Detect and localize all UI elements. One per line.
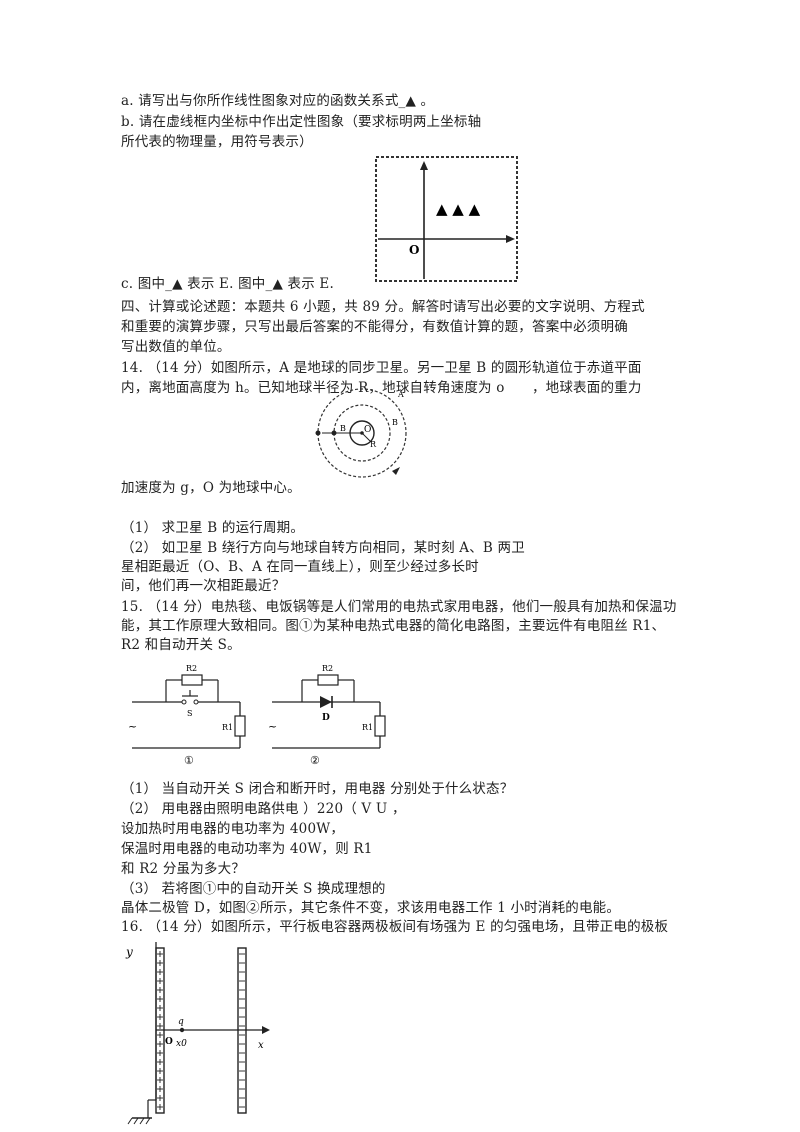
switch-contact-left (181, 699, 187, 705)
charge-label: q (178, 1017, 184, 1027)
earth-radius-line (361, 432, 371, 442)
ground-hatch-2 (133, 1117, 139, 1125)
orbit-figure: O B B A R (315, 388, 407, 478)
diode-label: D (322, 713, 330, 723)
circuit-figure-1: R1 R2 S ~ ① (128, 664, 246, 767)
label-b-inner: B (340, 424, 346, 433)
orbit-a (317, 388, 407, 478)
origin-label: O (409, 243, 419, 257)
q16-line1: 16. （14 分）如图所示，平行板电容器两极板间有场强为 E 的匀强电场，且带… (121, 919, 669, 935)
y-axis-arrow-icon (420, 161, 428, 170)
q14-part2-line2: 星相距最近（O、B、A 在同一直线上），则至少经过多长时 (121, 559, 479, 575)
r2-label: R2 (322, 664, 333, 673)
q15-part2-line3: 保温时用电器的电动功率为 40W，则 R1 (121, 841, 373, 857)
q15-part2-line4: 和 R2 分虽为多大？ (121, 861, 246, 877)
x0-label: x0 (176, 1039, 187, 1049)
q14-part2-line3: 间，他们再一次相距最近？ (121, 578, 286, 594)
r1-label: R1 (362, 723, 373, 732)
section4-intro-line3: 写出数值的单位。 (121, 339, 231, 355)
ac-source-icon: ~ (128, 720, 137, 733)
switch-label: S (187, 709, 192, 718)
q15-part3-line1: （3） 若将图①中的自动开关 S 换成理想的 (121, 881, 386, 897)
r1-resistor (374, 715, 386, 737)
section4-intro-line2: 和重要的演算步骤，只写出最后答案的不能得分，有数值计算的题，答案中必须明确 (121, 319, 628, 335)
capacitor-figure: y x q O x0 (125, 942, 270, 1125)
dashed-frame (375, 156, 518, 282)
q15-line3: R2 和自动开关 S。 (121, 637, 241, 653)
r1-label: R1 (222, 723, 233, 732)
x-axis-arrow-icon (506, 235, 515, 243)
r2-resistor (181, 674, 203, 686)
circuit-figure-2: R1 R2 D ~ ② (268, 664, 386, 767)
caption-1: ① (184, 754, 194, 767)
graph-figure: O ▲ ▲ ▲ (375, 156, 518, 282)
q14-part2-line1: （2） 如卫星 B 绕行方向与地球自转方向相同，某时刻 A、B 两卫 (121, 540, 525, 556)
direction-arrow-icon (392, 467, 400, 475)
section4-intro-line1: 四、计算或论述题：本题共 6 小题，共 89 分。解答时请写出必要的文字说明、方… (121, 299, 645, 315)
switch-gap (182, 698, 198, 706)
x-axis-label: x (258, 1040, 264, 1051)
charge-dot (179, 1027, 185, 1033)
label-a: A (397, 390, 404, 399)
label-o: O (364, 425, 371, 435)
x-axis-arrow-icon (262, 1026, 270, 1034)
q14-line3: 加速度为 g，O 为地球中心。 (121, 480, 301, 496)
q13-part-c: c. 图中_▲ 表示 E. 图中_▲ 表示 E. (121, 276, 334, 292)
r2-resistor (317, 674, 339, 686)
label-b: B (392, 418, 398, 427)
y-axis-label: y (125, 945, 133, 959)
plus-marks (157, 951, 163, 1110)
minus-marks (239, 953, 245, 1108)
triangle-markers: ▲ ▲ ▲ (436, 200, 481, 218)
origin-label: O (165, 1037, 173, 1047)
ground-hatch-1 (127, 1117, 133, 1125)
diode-icon (320, 696, 332, 708)
q13-part-b-line1: b. 请在虚线框内坐标中作出定性图象（要求标明两上坐标轴 (121, 114, 482, 130)
q15-part3-line2: 晶体二极管 D，如图②所示，其它条件不变，求该用电器工作 1 小时消耗的电能。 (121, 900, 621, 916)
ground-hatch-3 (139, 1117, 145, 1125)
switch-contact-right (193, 699, 199, 705)
q15-part1: （1） 当自动开关 S 闭合和断开时，用电器 分别处于什么状态？ (121, 781, 514, 797)
q14-line1: 14. （14 分）如图所示，A 是地球的同步卫星。另一卫星 B 的圆形轨道位于… (121, 360, 642, 376)
q15-line1: 15. （14 分）电热毯、电饭锅等是人们常用的电热式家用电器，他们一般具有加热… (121, 599, 677, 615)
ground-hatch-4 (145, 1117, 151, 1125)
caption-2: ② (310, 754, 320, 767)
r1-resistor (234, 715, 246, 737)
label-r: R (370, 440, 377, 449)
q13-part-a: a. 请写出与你所作线性图象对应的函数关系式_▲ 。 (121, 93, 435, 109)
q15-line2: 能，其工作原理大致相同。图①为某种电热式电器的简化电路图，主要远件有电阻丝 R1… (121, 618, 666, 634)
q15-part2-line1: （2） 用电器由照明电路供电 ）220（ V U ， (121, 801, 406, 817)
r2-label: R2 (186, 664, 197, 673)
q13-part-b-line2: 所代表的物理量，用符号表示） (121, 134, 313, 150)
q14-part1: （1） 求卫星 B 的运行周期。 (121, 520, 305, 536)
q15-part2-line2: 设加热时用电器的电功率为 400W， (121, 821, 345, 837)
satellite-a-dot (315, 430, 321, 436)
ac-source-icon: ~ (268, 720, 277, 733)
q14-line2: 内，离地面高度为 h。已知地球半径为 R，地球自转角速度为 o ，地球表面的重力 (121, 380, 642, 396)
